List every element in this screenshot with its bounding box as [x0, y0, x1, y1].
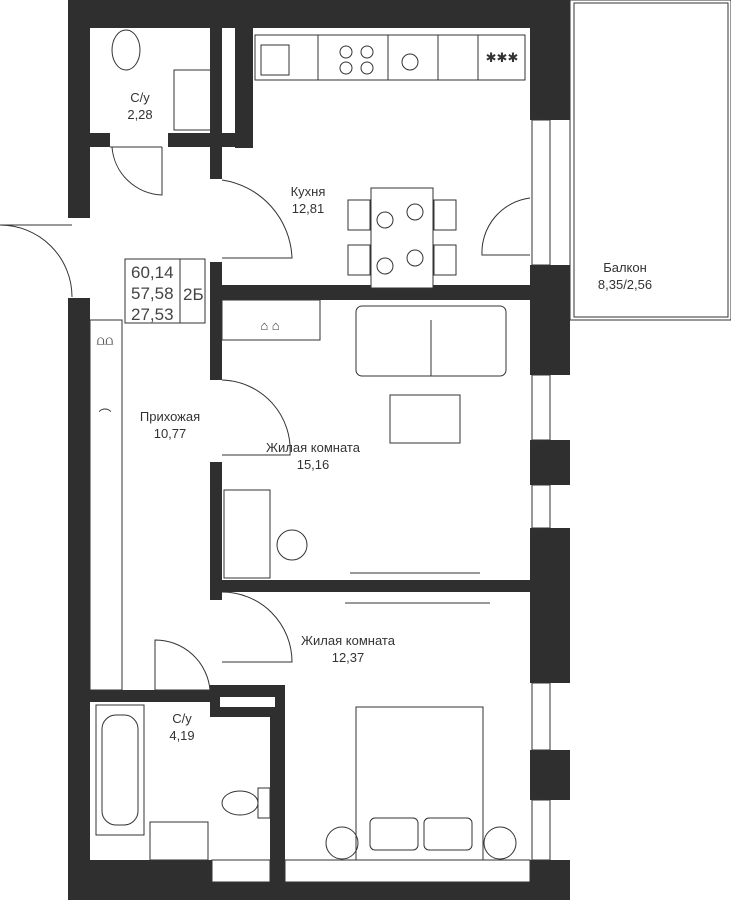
doors[interactable]: [0, 146, 531, 691]
walls: [68, 0, 570, 900]
room-name: Жилая комната: [266, 440, 361, 455]
windows: [531, 119, 551, 861]
room-name: Жилая комната: [301, 633, 396, 648]
room-name: Прихожая: [140, 409, 200, 424]
bedroom-furniture: [325, 706, 517, 861]
room-area: 10,77: [154, 426, 187, 441]
svg-text:⩍⩍: ⩍⩍: [97, 333, 114, 348]
hallway-furniture: ⩍⩍ ⌒: [89, 319, 123, 691]
apartment-type: 2Б: [183, 285, 204, 304]
room-name: Балкон: [603, 260, 647, 275]
kitchen-furniture: ✱✱✱: [254, 34, 526, 289]
room-area: 12,81: [292, 201, 325, 216]
room-labels: С/у 2,28 Кухня 12,81 Балкон 8,35/2,56 Пр…: [127, 90, 652, 743]
fridge-icon: ✱✱✱: [486, 50, 519, 65]
wc-furniture: [95, 29, 271, 861]
room-name: С/у: [172, 711, 192, 726]
balcony: [569, 0, 731, 321]
room-name: Кухня: [291, 184, 326, 199]
room-area: 2,28: [127, 107, 152, 122]
room-area: 4,19: [169, 728, 194, 743]
room-area: 15,16: [297, 457, 330, 472]
svg-text:⌒: ⌒: [98, 408, 111, 423]
area-summary: 60,14 57,58 27,53 2Б: [124, 258, 206, 324]
living-area: 27,53: [131, 305, 174, 324]
room-area: 12,37: [332, 650, 365, 665]
area-with-balcony: 57,58: [131, 284, 174, 303]
living-room-furniture: ⌂ ⌂: [221, 299, 507, 604]
room-name: С/у: [130, 90, 150, 105]
room-area: 8,35/2,56: [598, 277, 652, 292]
total-area: 60,14: [131, 263, 174, 282]
svg-text:⌂ ⌂: ⌂ ⌂: [260, 318, 279, 333]
